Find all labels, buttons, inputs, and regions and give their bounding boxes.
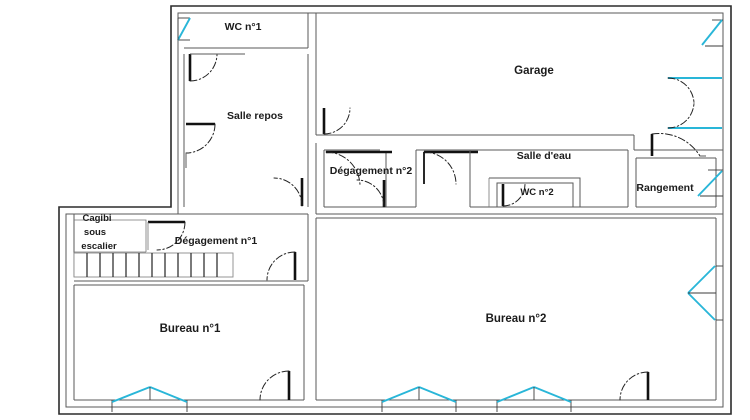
window-garage-top [701,19,723,47]
room-degagement1 [74,213,309,282]
door-cagibi [147,220,186,251]
door-degagement1-east [266,251,297,281]
label-cagibi-line2: sous [84,227,106,238]
door-bureau1-south [259,370,291,401]
window-wc1 [177,17,191,41]
label-cagibi: Cagibi [82,213,111,224]
room-garage [315,13,723,151]
label-salle-eau: Salle d'eau [517,150,571,162]
door-salle-repos-south [273,177,304,207]
label-salle-repos: Salle repos [227,110,283,122]
room-cagibi-escalier [65,214,234,407]
door-degagement2-north [325,150,392,187]
label-cagibi-line3: escalier [81,241,117,252]
door-garage-double-east [667,77,722,129]
label-bureau2: Bureau n°2 [486,313,547,325]
door-bureau2-south [619,371,650,401]
door-degagement2-south [356,179,386,208]
label-rangement: Rangement [636,182,694,194]
label-wc2: WC n°2 [520,187,553,198]
building-outline [58,5,732,415]
window-rangement [697,169,723,197]
window-bureau2-east [687,265,723,321]
room-salle-eau [469,149,629,208]
door-salle-eau [423,150,478,185]
label-wc1: WC n°1 [225,21,262,33]
label-garage: Garage [514,65,554,77]
label-degagement2: Dégagement n°2 [330,165,413,177]
label-degagement1: Dégagement n°1 [175,235,258,247]
window-bureau2-south-2 [496,386,572,412]
door-salle-repos [185,122,216,168]
room-wc1 [177,13,309,82]
room-salle-repos [183,54,309,207]
window-bureau1 [111,386,188,412]
door-garage-west [322,107,351,135]
room-labels: WC n°1 Salle repos Garage Dégagement n°2… [81,21,694,335]
door-wc1 [188,53,245,82]
room-degagement2 [315,143,723,215]
room-bureau2 [315,217,723,412]
room-bureau1 [73,284,305,412]
staircase [73,252,234,278]
window-bureau2-south-1 [381,386,457,412]
room-rangement [635,132,723,208]
door-rangement-north [650,132,706,157]
door-wc2 [501,183,526,207]
room-wc2 [488,177,581,208]
label-bureau1: Bureau n°1 [160,323,221,335]
